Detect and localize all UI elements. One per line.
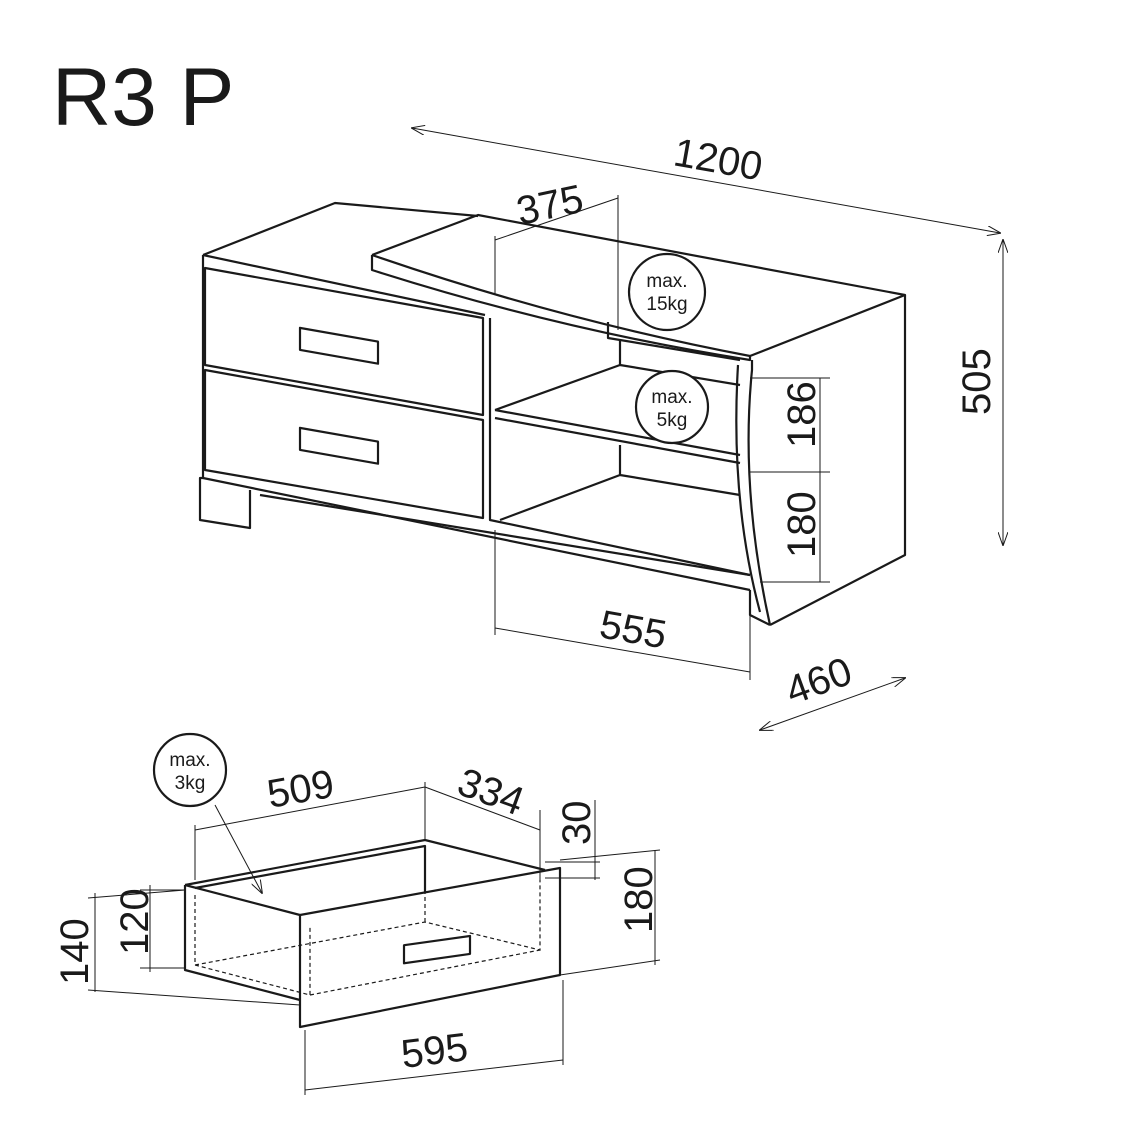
drawer-handle-icon xyxy=(298,426,380,465)
dim-drawer-front-overhang: 30 xyxy=(555,801,599,846)
drawer-drawing xyxy=(183,804,562,1029)
dim-shelf-depth: 375 xyxy=(513,177,587,234)
svg-text:3kg: 3kg xyxy=(175,773,206,794)
dim-drawer-box-height: 140 xyxy=(53,918,97,985)
svg-text:15kg: 15kg xyxy=(646,294,687,315)
svg-text:max.: max. xyxy=(646,271,687,292)
dim-drawer-front-width: 595 xyxy=(399,1025,471,1077)
cabinet-drawing xyxy=(198,201,907,626)
dim-depth: 460 xyxy=(780,649,858,713)
dim-drawer-front-height: 180 xyxy=(617,866,661,933)
dim-drawer-inner-width: 509 xyxy=(264,762,337,817)
drawer-handle-icon xyxy=(298,326,380,365)
dim-open-width: 555 xyxy=(596,603,669,658)
svg-text:5kg: 5kg xyxy=(657,410,688,431)
load-badge-shelf: max. 5kg xyxy=(634,369,710,445)
svg-text:max.: max. xyxy=(651,387,692,408)
product-title: R3 P xyxy=(52,52,234,143)
load-badge-drawer: max. 3kg xyxy=(152,732,228,808)
load-badge-top: max. 15kg xyxy=(627,252,707,332)
dim-lower-opening: 180 xyxy=(780,491,824,558)
dim-width: 1200 xyxy=(670,131,765,190)
svg-text:max.: max. xyxy=(169,750,210,771)
dim-upper-opening: 186 xyxy=(780,381,824,448)
drawer-handle-icon xyxy=(402,934,472,965)
dim-height: 505 xyxy=(955,348,999,415)
dim-drawer-inner-depth: 334 xyxy=(452,760,530,824)
dim-drawer-inner-height: 120 xyxy=(113,888,157,955)
